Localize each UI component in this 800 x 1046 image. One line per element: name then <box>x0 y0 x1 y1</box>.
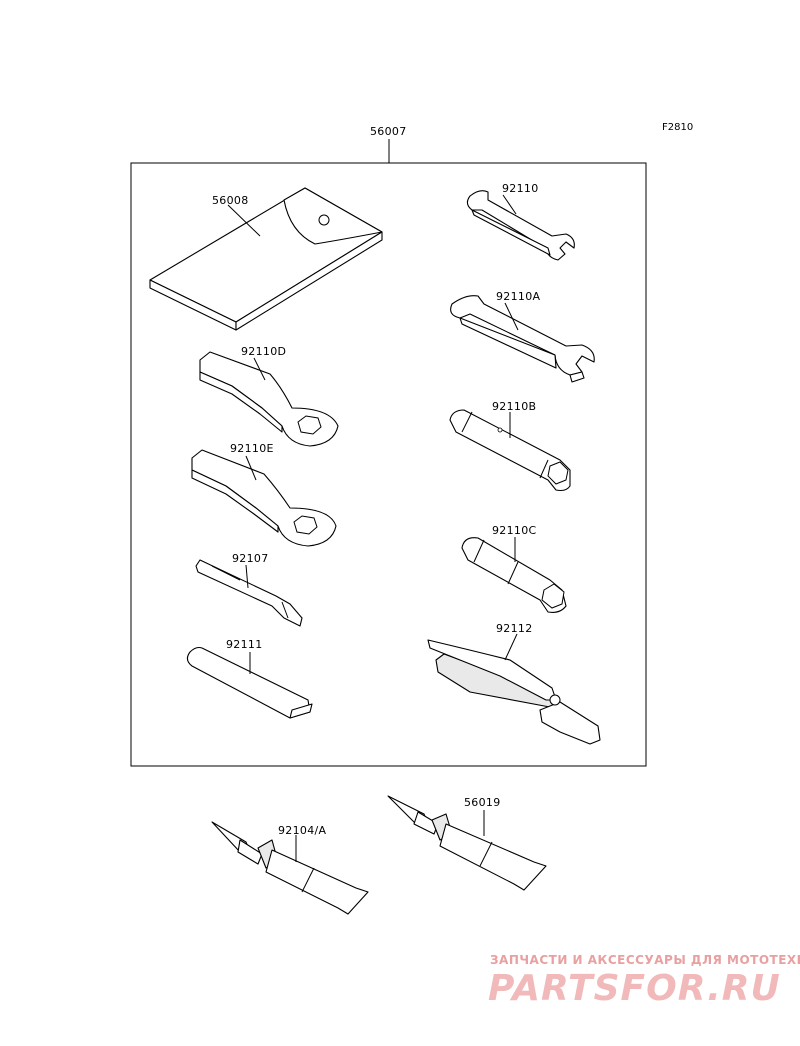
socket-wrench-92110C: 92110C <box>461 524 567 613</box>
box-wrench-92110E: 92110E <box>191 442 337 547</box>
box-wrench-92110D: 92110D <box>199 345 339 447</box>
part-label-92111: 92111 <box>226 638 263 651</box>
part-label-92107: 92107 <box>232 552 269 565</box>
watermark-tagline: ЗАПЧАСТИ И АКСЕССУАРЫ ДЛЯ МОТОТЕХНИКИ <box>490 953 800 967</box>
screwdriver-92107: 92107 <box>195 552 303 627</box>
part-label-92110: 92110 <box>502 182 539 195</box>
part-label-92110C: 92110C <box>492 524 536 537</box>
watermark-brand: PARTSFOR.RU <box>488 968 781 1009</box>
kit-label: 56007 <box>370 125 407 138</box>
grease-tube-56019: 56019 <box>387 795 547 891</box>
handle-92111: 92111 <box>186 638 313 719</box>
part-label-92110B: 92110B <box>492 400 536 413</box>
watermark: ЗАПЧАСТИ И АКСЕССУАРЫ ДЛЯ МОТОТЕХНИКИ PA… <box>488 953 800 1009</box>
part-label-92104A: 92104/A <box>278 824 326 837</box>
figure-code: F2810 <box>662 122 693 133</box>
part-label-56008: 56008 <box>212 194 249 207</box>
grease-tube-92104A: 92104/A <box>211 821 369 915</box>
socket-wrench-92110B: 92110B <box>449 400 571 492</box>
part-label-92110D: 92110D <box>241 345 286 358</box>
part-label-92112: 92112 <box>496 622 533 635</box>
pliers-92112: 92112 <box>427 622 601 745</box>
tool-pouch-56008: 56008 <box>149 187 383 331</box>
wrench-92110: 92110 <box>466 182 575 261</box>
part-label-56019: 56019 <box>464 796 501 809</box>
tool-kit-box: 56007 <box>130 125 647 767</box>
part-label-92110E: 92110E <box>230 442 274 455</box>
wrench-92110A: 92110A <box>450 290 595 383</box>
part-label-92110A: 92110A <box>496 290 540 303</box>
